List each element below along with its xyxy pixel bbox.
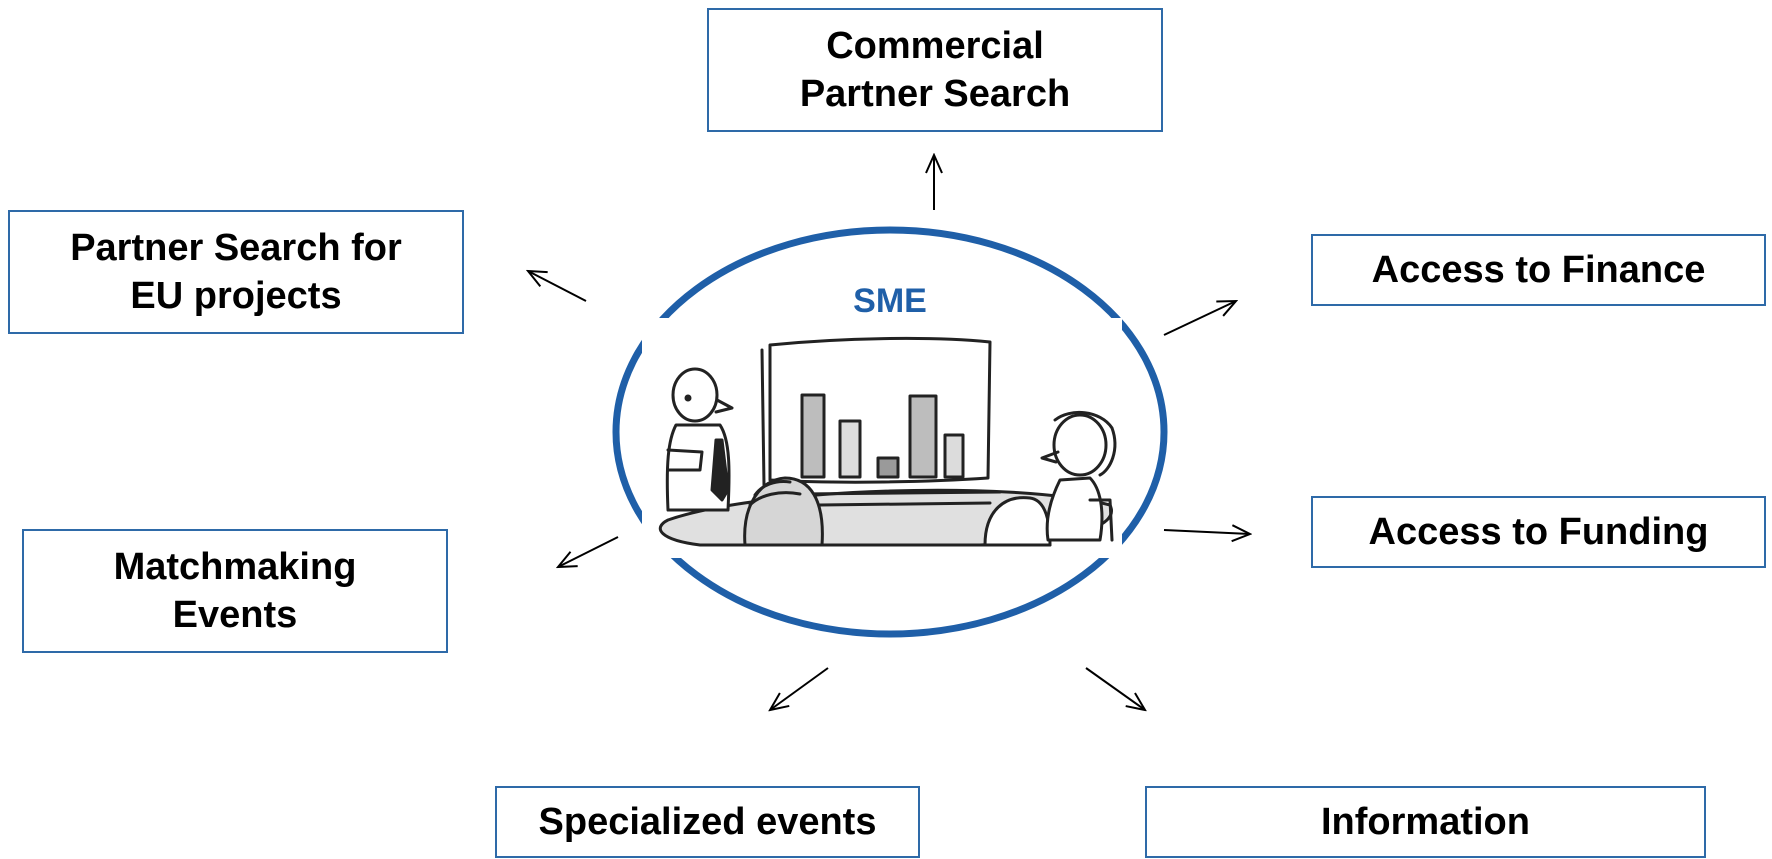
arrow-to-matchmaking (558, 536, 619, 567)
access-to-finance-box: Access to Finance (1311, 234, 1766, 306)
specialized-events-box: Specialized events (495, 786, 920, 858)
matchmaking-events-box: Matchmaking Events (22, 529, 448, 653)
sme-label: SME (853, 282, 927, 320)
arrow-to-finance (1163, 301, 1236, 336)
arrow-to-funding (1163, 530, 1250, 534)
arrow-to-information (1085, 667, 1145, 710)
eu-projects-partner-search-label: Partner Search for EU projects (70, 227, 402, 317)
arrow-to-eu-projects (528, 271, 587, 302)
information-box: Information (1145, 786, 1706, 858)
specialized-events-label: Specialized events (538, 801, 877, 843)
commercial-partner-search-label: Commercial Partner Search (799, 25, 1071, 115)
arrow-to-specialized (770, 667, 829, 710)
information-label: Information (1321, 801, 1530, 843)
connector-arrows (528, 155, 1250, 710)
business-meeting-chart-illustration (642, 318, 1122, 558)
sme-ellipse (612, 226, 1168, 638)
access-to-funding-box: Access to Funding (1311, 496, 1766, 568)
matchmaking-events-label: Matchmaking Events (113, 546, 357, 636)
commercial-partner-search-box: Commercial Partner Search (707, 8, 1163, 132)
access-to-funding-label: Access to Funding (1368, 511, 1709, 553)
eu-projects-partner-search-box: Partner Search for EU projects (8, 210, 464, 334)
access-to-finance-label: Access to Finance (1371, 249, 1706, 291)
